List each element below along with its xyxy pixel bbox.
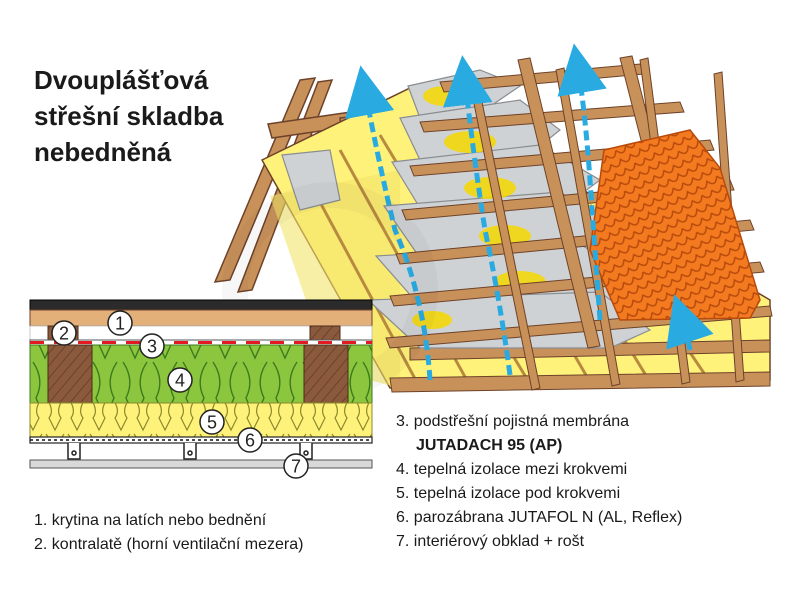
legend-item-7: 7. interiérový obklad + rošt <box>396 533 585 550</box>
roof-3d-view <box>213 43 773 393</box>
marker-1-label: 1 <box>115 314 125 334</box>
legend-item-3-brand: JUTADACH 95 (AP) <box>416 437 563 454</box>
marker-7-label: 7 <box>291 457 301 477</box>
interior-lining <box>29 459 373 469</box>
cross-section: 1 2 3 4 5 <box>29 299 373 479</box>
legend-item-1: 1. krytina na latích nebo bednění <box>34 512 267 529</box>
legend-item-2: 2. kontralatě (horní ventilační mezera) <box>34 536 304 553</box>
marker-4-label: 4 <box>175 371 185 391</box>
marker-2: 2 <box>51 320 77 346</box>
counter-batten-right <box>309 325 341 341</box>
title-line-3: nebedněná <box>34 137 172 167</box>
roofing-layer <box>29 299 373 311</box>
marker-1: 1 <box>107 310 133 336</box>
diagram-title: Dvouplášťová střešní skladba nebedněná <box>34 62 223 170</box>
marker-6-label: 6 <box>245 431 255 451</box>
legend-right: 3. podstřešní pojistná membrána JUTADACH… <box>396 410 682 554</box>
title-line-1: Dvouplášťová <box>34 65 209 95</box>
rafter-right <box>303 344 349 404</box>
batten-layer <box>29 309 373 327</box>
legend-item-5: 5. tepelná izolace pod krokvemi <box>396 485 621 502</box>
title-line-2: střešní skladba <box>34 101 224 131</box>
markers: 1 2 3 4 5 <box>51 310 309 479</box>
rafter-left <box>47 344 93 404</box>
marker-6: 6 <box>237 427 263 453</box>
marker-5-label: 5 <box>207 413 217 433</box>
legend-left: 1. krytina na latích nebo bednění 2. kon… <box>34 509 303 557</box>
marker-2-label: 2 <box>59 324 69 344</box>
marker-7: 7 <box>283 453 309 479</box>
marker-5: 5 <box>199 409 225 435</box>
hangers <box>67 443 313 460</box>
marker-4: 4 <box>167 367 193 393</box>
legend-item-3: 3. podstřešní pojistná membrána <box>396 413 630 430</box>
roof-tiles <box>589 129 761 321</box>
legend-item-4: 4. tepelná izolace mezi krokvemi <box>396 461 628 478</box>
legend-item-6: 6. parozábrana JUTAFOL N (AL, Reflex) <box>396 509 683 526</box>
airflow-arrows <box>344 43 714 381</box>
marker-3: 3 <box>139 333 165 359</box>
marker-3-label: 3 <box>147 337 157 357</box>
